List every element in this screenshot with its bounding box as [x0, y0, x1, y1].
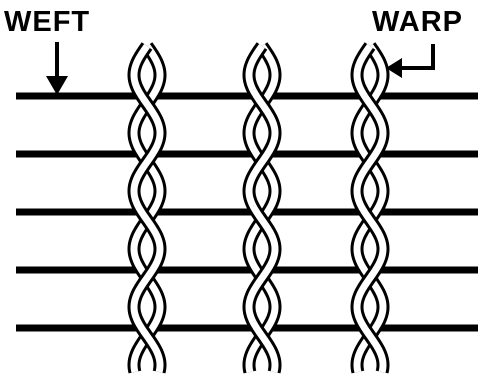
warp-strand	[242, 42, 282, 374]
warp-arrow-shaft	[400, 44, 435, 70]
warp-strand	[350, 42, 390, 374]
warp-yarn	[350, 42, 390, 374]
weft-yarns	[16, 92, 478, 332]
label-arrows	[46, 42, 435, 95]
warp-arrow-head	[386, 58, 402, 78]
weft-label: WEFT	[4, 6, 91, 38]
warp-yarn	[242, 42, 282, 374]
weft-arrow-head	[46, 76, 68, 95]
warp-strand	[127, 42, 167, 374]
warp-yarn	[127, 42, 167, 374]
warp-yarns	[127, 42, 390, 374]
warp-label: WARP	[372, 6, 463, 38]
